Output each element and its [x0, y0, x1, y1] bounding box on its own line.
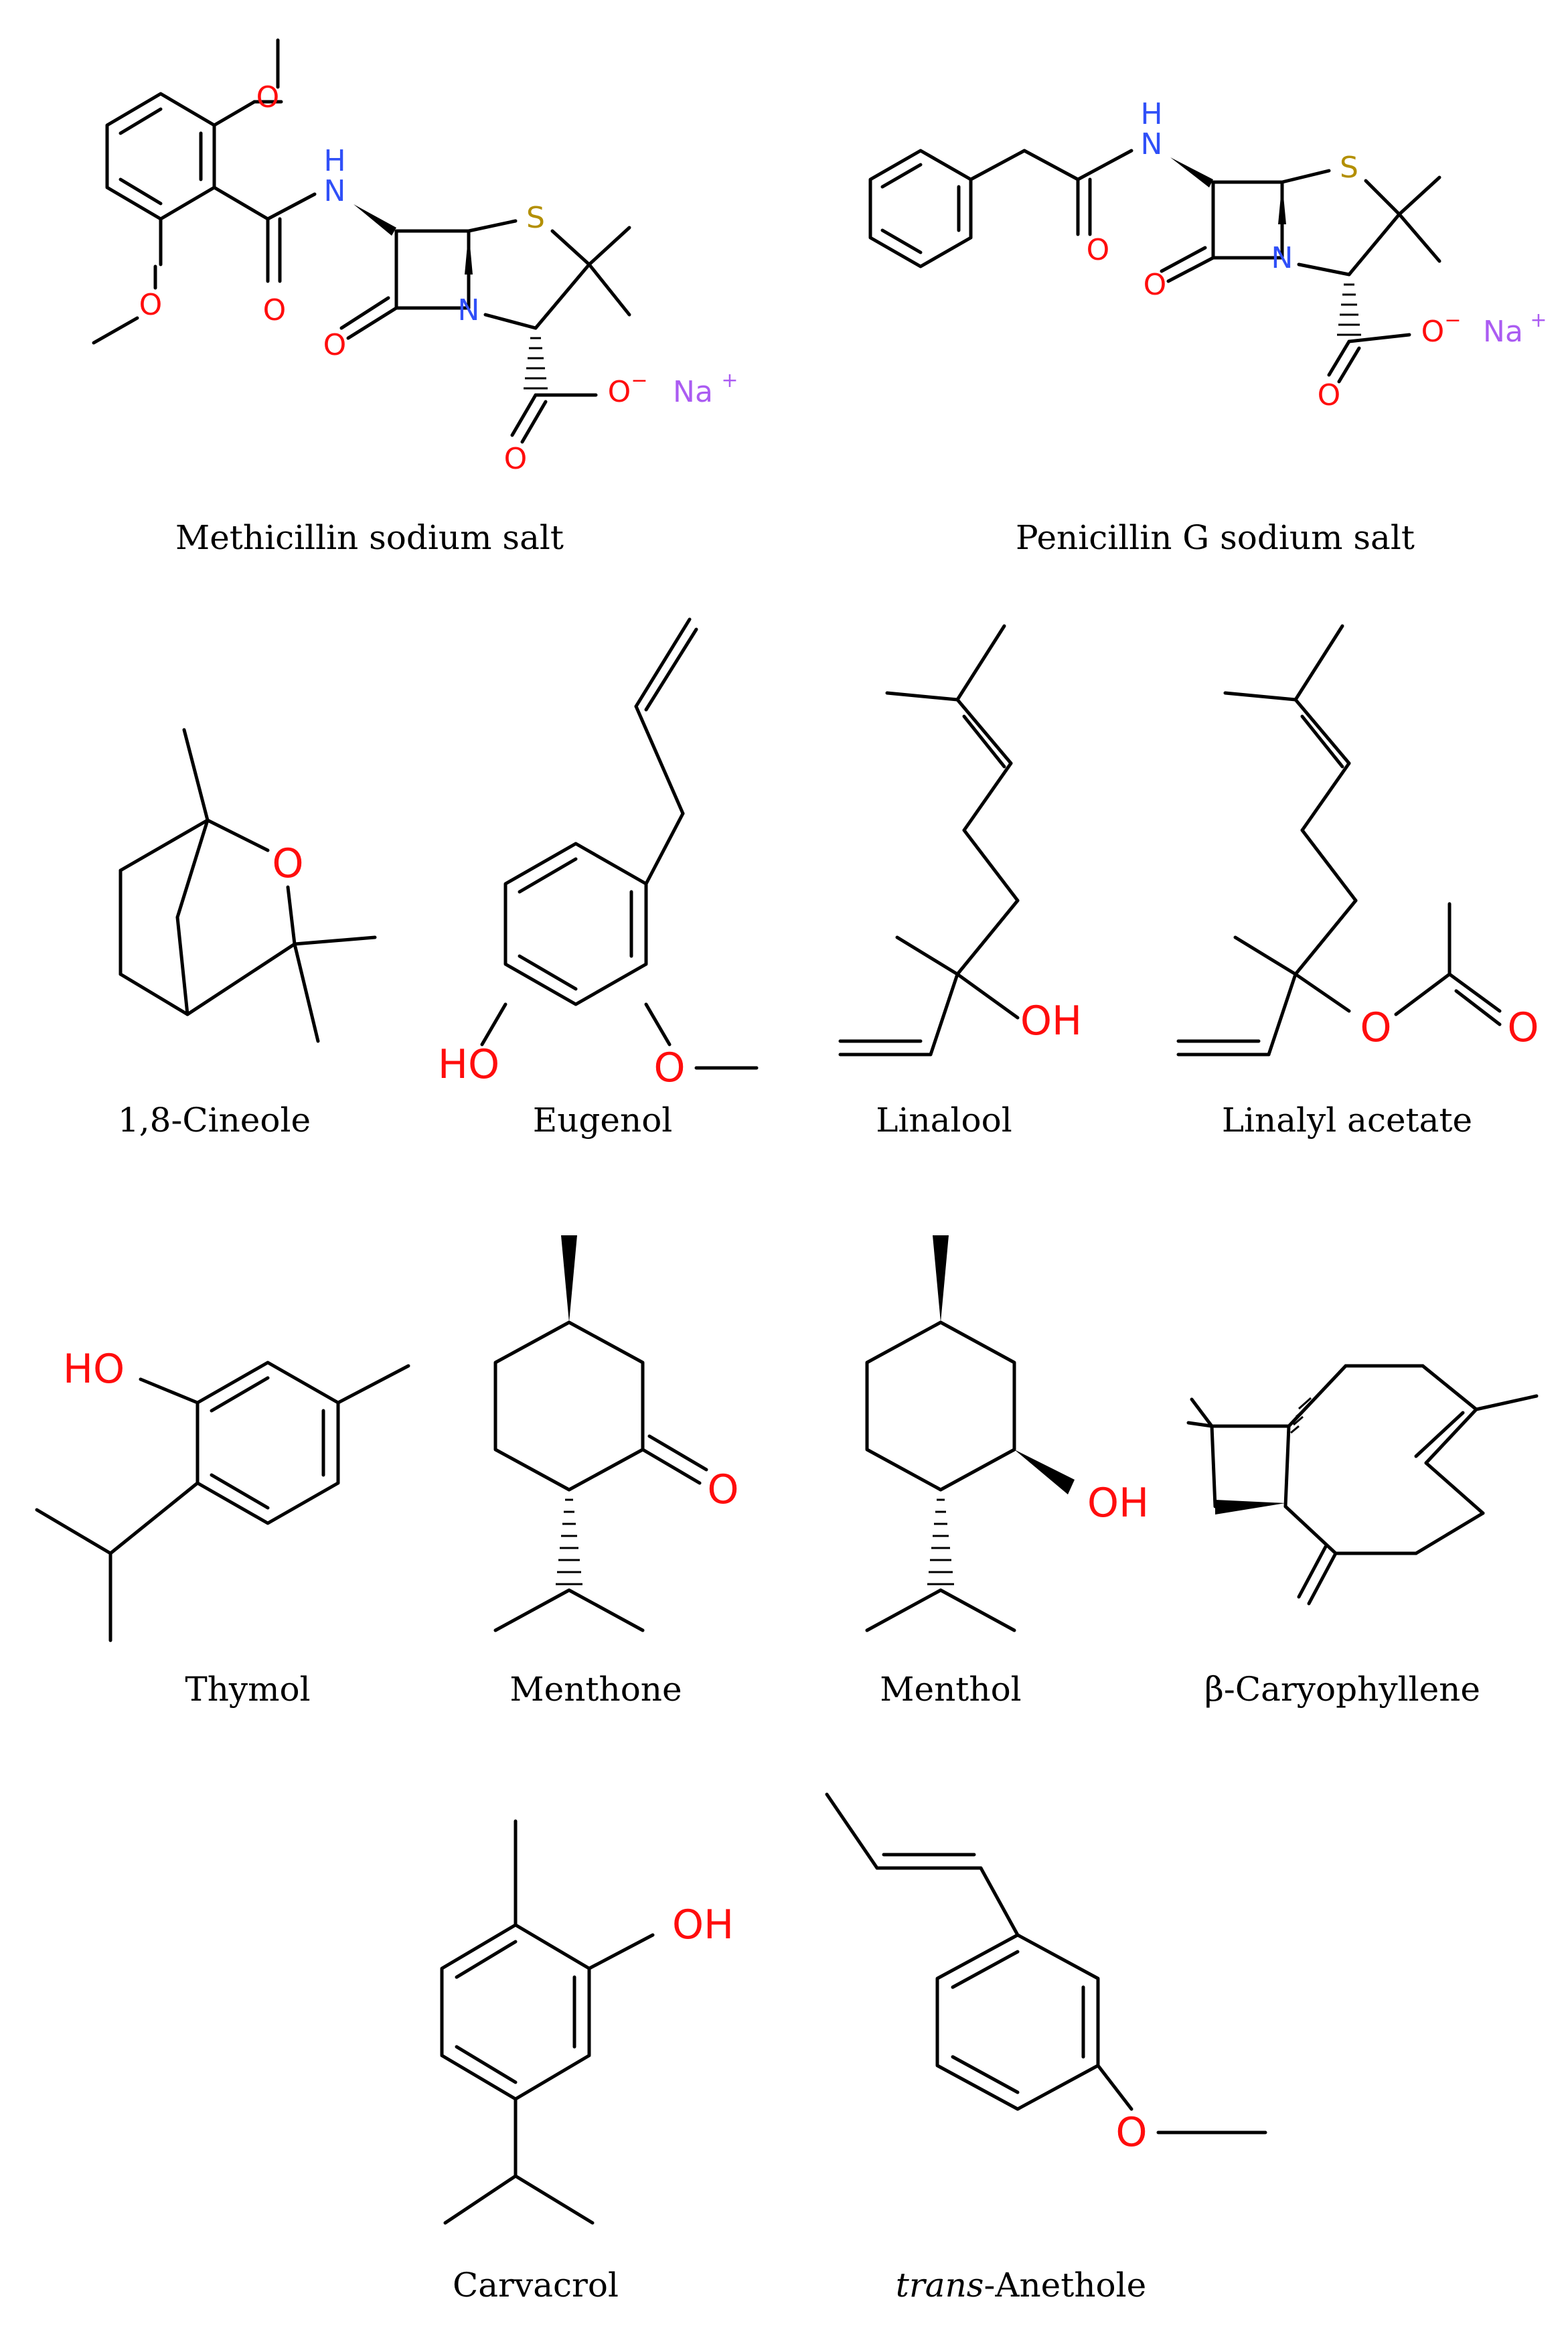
cineole-structure: O — [119, 728, 377, 1043]
penicillin-structure: O N H O N S O − O Na + — [868, 97, 1547, 412]
carvacrol-structure: OH — [440, 1819, 734, 2225]
penicillin-na: Na — [1483, 315, 1523, 349]
methicillin-o-minus: O — [608, 375, 631, 409]
caption-methicillin: Methicillin sodium salt — [175, 518, 564, 557]
thymol-ho: HO — [63, 1346, 125, 1393]
penicillin-plus-charge: + — [1530, 309, 1547, 332]
caption-linalyl-acetate: Linalyl acetate — [1222, 1101, 1472, 1140]
anethole-structure: O — [825, 1792, 1267, 2156]
penicillin-o-amide: O — [1087, 233, 1110, 267]
methicillin-minus-charge: − — [631, 369, 647, 392]
penicillin-minus-charge: − — [1444, 309, 1461, 332]
caption-caryophyllene: β-Caryophyllene — [1204, 1670, 1480, 1709]
eugenol-structure: HO O — [438, 617, 759, 1091]
penicillin-o-minus: O — [1421, 315, 1445, 349]
eugenol-o: O — [653, 1044, 685, 1091]
penicillin-o-lactam: O — [1144, 268, 1167, 302]
caption-thymol: Thymol — [185, 1670, 310, 1709]
menthol-oh: OH — [1087, 1480, 1149, 1527]
linalyl-o-carbonyl: O — [1507, 1004, 1539, 1051]
linalyl-o-ester: O — [1360, 1004, 1391, 1051]
menthone-o: O — [707, 1466, 738, 1513]
thymol-structure: HO — [35, 1346, 410, 1642]
carvacrol-oh: OH — [672, 1902, 734, 1948]
caption-cineole: 1,8-Cineole — [118, 1101, 311, 1140]
penicillin-s: S — [1340, 151, 1358, 185]
linalyl-acetate-structure: O O — [1176, 624, 1539, 1057]
methicillin-plus-charge: + — [721, 369, 738, 392]
linalool-oh: OH — [1020, 998, 1082, 1044]
linalool-structure: OH — [838, 624, 1082, 1057]
methicillin-h-amide: H — [323, 144, 345, 178]
cineole-o: O — [272, 840, 303, 887]
methicillin-s: S — [526, 201, 545, 235]
methicillin-o-lactam: O — [323, 328, 347, 362]
caption-menthone: Menthone — [509, 1670, 682, 1709]
methicillin-na: Na — [673, 375, 713, 409]
caption-penicillin: Penicillin G sodium salt — [1016, 518, 1415, 557]
penicillin-o-carboxyl: O — [1318, 378, 1341, 412]
methicillin-structure: O O O N H O N S — [92, 38, 738, 476]
methicillin-o-carboxyl: O — [504, 442, 528, 476]
caption-anethole-prefix: trans — [896, 2266, 984, 2305]
methicillin-o-amide: O — [263, 293, 287, 327]
methicillin-n-ring: N — [458, 293, 480, 327]
penicillin-h-amide: H — [1140, 97, 1162, 131]
caption-anethole-suffix: -Anethole — [984, 2266, 1146, 2305]
methicillin-n-amide: N — [324, 174, 346, 208]
caption-linalool: Linalool — [876, 1101, 1012, 1140]
caryophyllene-structure — [1186, 1364, 1539, 1606]
menthone-structure: O — [493, 1235, 739, 1632]
caption-carvacrol: Carvacrol — [453, 2266, 619, 2305]
penicillin-n-ring: N — [1271, 241, 1293, 275]
caption-eugenol: Eugenol — [533, 1101, 673, 1140]
methicillin-o-bottom: O — [139, 288, 163, 322]
caption-menthol: Menthol — [880, 1670, 1021, 1709]
caption-anethole: trans-Anethole — [896, 2266, 1146, 2305]
menthol-structure: OH — [865, 1235, 1149, 1632]
anethole-o: O — [1115, 2109, 1147, 2156]
methicillin-o-top: O — [256, 80, 280, 114]
penicillin-n-amide: N — [1141, 127, 1163, 161]
eugenol-ho: HO — [438, 1041, 499, 1088]
